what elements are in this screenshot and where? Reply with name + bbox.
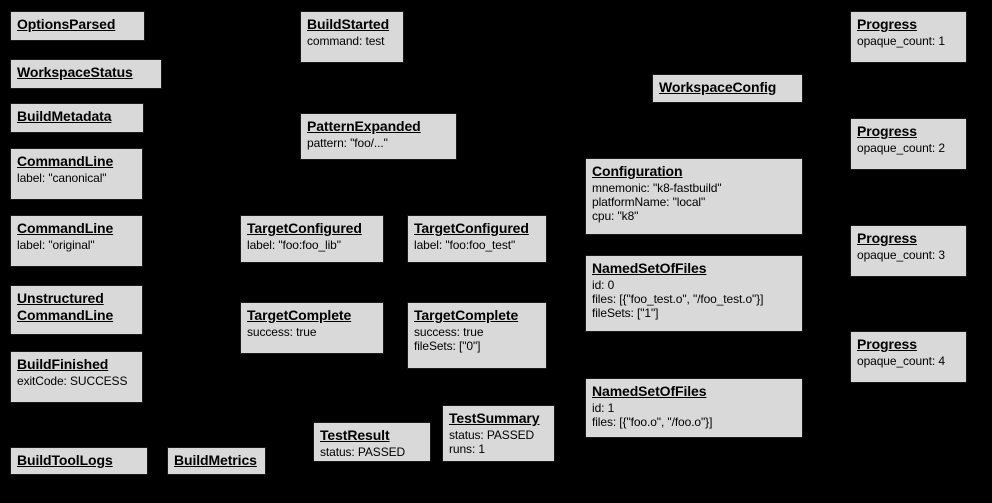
node-field: platformName: "local"	[592, 194, 706, 209]
node-field: opaque_count: 4	[857, 353, 945, 368]
node-field: files: [{"foo.o", "/foo.o"}]	[592, 414, 713, 429]
node-title: TargetComplete	[414, 307, 519, 323]
node-field: fileSets: ["1"]	[592, 305, 659, 320]
node-title: Unstructured CommandLine	[17, 290, 114, 323]
node-field: id: 0	[592, 277, 615, 292]
node-title: OptionsParsed	[17, 16, 116, 32]
node-title: PatternExpanded	[307, 118, 421, 134]
node-fields: exitCode: SUCCESS	[17, 374, 136, 388]
node-field: opaque_count: 3	[857, 247, 945, 262]
node-title: BuildStarted	[307, 16, 390, 32]
node-fields: label: "canonical"	[17, 171, 136, 185]
node-fields: success: true	[247, 325, 377, 339]
node-field: status: PASSED	[449, 427, 535, 442]
node-field: runs: 1	[449, 441, 485, 456]
node-field: opaque_count: 2	[857, 140, 945, 155]
node-field: success: true	[414, 324, 484, 339]
node-title: TargetConfigured	[247, 220, 362, 236]
node-fields: opaque_count: 1	[857, 34, 960, 48]
node-build-tool-logs[interactable]: BuildToolLogs	[10, 447, 148, 475]
node-field: label: "canonical"	[17, 170, 107, 185]
node-field: fileSets: ["0"]	[414, 338, 481, 353]
node-title: TargetComplete	[247, 307, 352, 323]
node-title: CommandLine	[17, 153, 114, 169]
node-field: success: true	[247, 324, 317, 339]
node-title: WorkspaceConfig	[659, 79, 777, 95]
node-title: Progress	[857, 16, 917, 32]
node-field: cpu: "k8"	[592, 208, 639, 223]
node-title: CommandLine	[17, 220, 114, 236]
node-fields: mnemonic: "k8-fastbuild"platformName: "l…	[592, 181, 796, 223]
node-fields: status: PASSED	[320, 445, 424, 459]
node-title: Progress	[857, 336, 917, 352]
node-fields: opaque_count: 4	[857, 354, 960, 368]
node-field: pattern: "foo/..."	[307, 135, 388, 150]
node-title: BuildFinished	[17, 356, 109, 372]
node-field: files: [{"foo_test.o", "/foo_test.o"}]	[592, 291, 764, 306]
node-fields: command: test	[307, 34, 397, 48]
node-build-metadata[interactable]: BuildMetadata	[10, 103, 144, 133]
node-field: id: 1	[592, 400, 615, 415]
node-fields: pattern: "foo/..."	[307, 136, 450, 150]
node-fields: opaque_count: 2	[857, 141, 960, 155]
node-workspace-status[interactable]: WorkspaceStatus	[10, 59, 162, 89]
node-field: label: "original"	[17, 237, 95, 252]
node-field: label: "foo:foo_lib"	[247, 237, 341, 252]
node-title: BuildMetrics	[174, 452, 257, 468]
node-workspace-config[interactable]: WorkspaceConfig	[652, 74, 803, 103]
node-fields: opaque_count: 3	[857, 248, 960, 262]
node-title: BuildMetadata	[17, 108, 112, 124]
node-field: exitCode: SUCCESS	[17, 373, 128, 388]
node-title: NamedSetOfFiles	[592, 383, 707, 399]
node-title: TargetConfigured	[414, 220, 529, 236]
node-title: TestResult	[320, 427, 390, 443]
node-title: TestSummary	[449, 410, 540, 426]
node-unstructured-command-line[interactable]: Unstructured CommandLine	[10, 285, 143, 335]
node-field: command: test	[307, 33, 385, 48]
node-title: Progress	[857, 230, 917, 246]
node-build-metrics[interactable]: BuildMetrics	[167, 447, 266, 475]
node-field: opaque_count: 1	[857, 33, 945, 48]
node-field: status: PASSED	[320, 444, 406, 459]
node-title: Configuration	[592, 163, 683, 179]
node-fields: label: "foo:foo_test"	[414, 238, 540, 252]
node-field: mnemonic: "k8-fastbuild"	[592, 180, 722, 195]
node-field: label: "foo:foo_test"	[414, 237, 516, 252]
node-fields: label: "foo:foo_lib"	[247, 238, 377, 252]
node-options-parsed[interactable]: OptionsParsed	[10, 11, 145, 41]
node-title: BuildToolLogs	[17, 452, 113, 468]
node-title: NamedSetOfFiles	[592, 260, 707, 276]
node-title: Progress	[857, 123, 917, 139]
node-title: WorkspaceStatus	[17, 64, 133, 80]
node-fields: label: "original"	[17, 238, 136, 252]
